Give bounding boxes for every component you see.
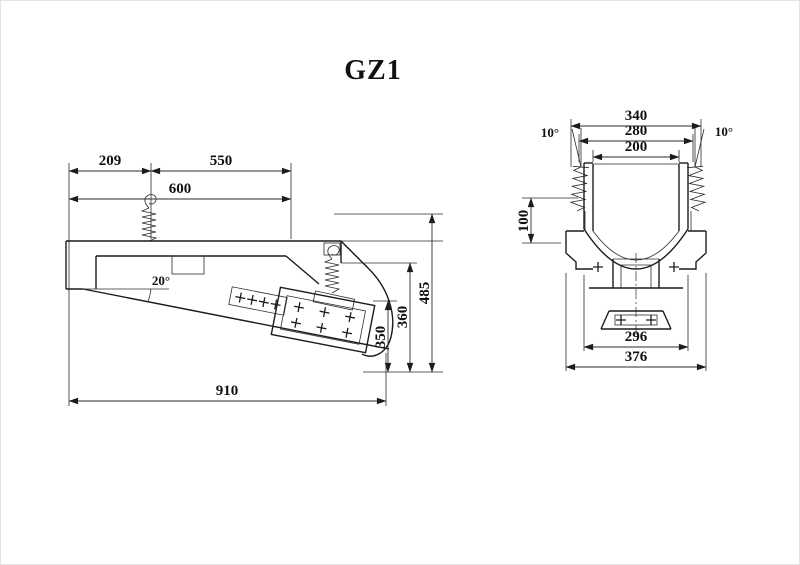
inspection-window [171,255,205,275]
dim-100-label: 100 [516,210,532,233]
dim-350-label: 350 [373,326,389,349]
hanger-spring-front [140,194,158,242]
coil-spring-symbol [323,258,341,294]
spring-seat [312,290,356,311]
angle-20-label: 20° [152,273,170,288]
angle-10-right-label: 10° [715,124,733,139]
angle-arc [147,288,152,303]
coil-spring-symbol [569,166,589,212]
magnet-housing-end [589,258,683,289]
end-view: 340 280 200 100 296 376 10° 10° [516,108,733,371]
dim-485-label: 485 [417,282,433,305]
end-spring-right [686,165,707,212]
spring-tilt-lines [571,128,705,168]
end-view-dimensions: 340 280 200 100 296 376 10° 10° [516,108,733,371]
end-spring-left [569,165,590,212]
dim-200-label: 200 [625,139,648,155]
hanger-bracket [323,242,341,256]
vibrator-box [270,286,376,354]
clamp-bracket-right [679,230,707,270]
side-view: 209 550 600 910 485 360 350 20° [65,153,443,406]
dim-360-label: 360 [395,306,411,329]
mounting-base [600,310,672,330]
hook-icon [327,245,340,260]
dim-340-label: 340 [625,108,648,124]
side-view-dimensions: 209 550 600 910 485 360 350 20° [68,153,436,405]
dim-376-label: 376 [625,349,648,365]
clamp-bracket-left [565,230,593,270]
dim-910-label: 910 [216,383,239,399]
side-view-extension-lines [68,163,443,406]
dim-280-label: 280 [625,123,648,139]
connecting-bar [228,286,288,316]
dim-600-label: 600 [169,181,192,197]
hook-icon [144,194,157,209]
hanger-spring-rear [312,242,356,311]
dim-296-label: 296 [625,329,648,345]
coil-spring-symbol [140,207,158,242]
page-title: GZ1 [344,55,401,86]
feeder-trough-side [65,240,394,357]
dim-209-label: 209 [99,153,122,169]
angle-10-left-label: 10° [541,125,559,140]
coil-spring-symbol [687,166,707,212]
dim-550-label: 550 [210,153,233,169]
